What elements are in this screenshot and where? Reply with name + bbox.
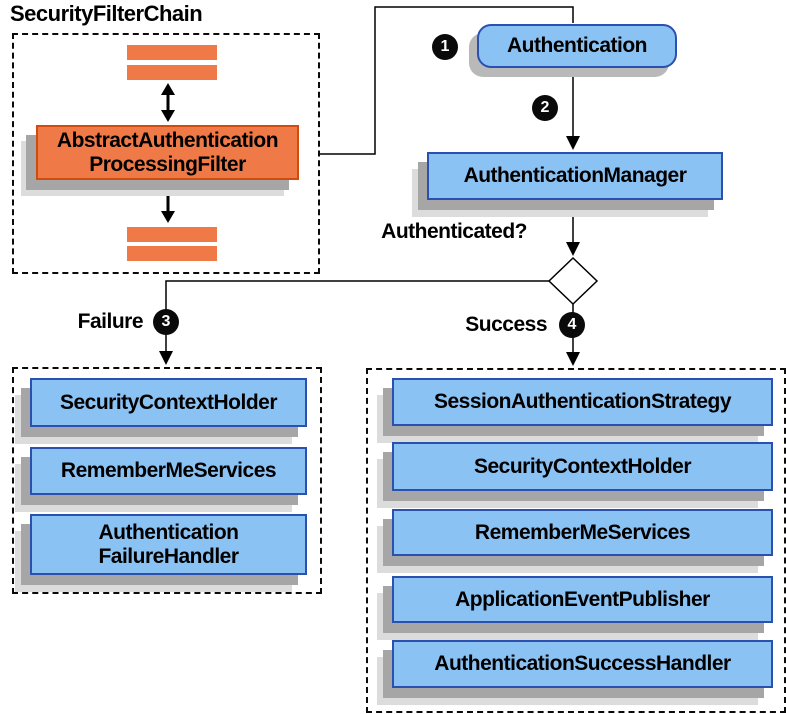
decision-diamond: [547, 256, 599, 306]
success-group-container: [366, 368, 786, 713]
failure-item-authentication-failure-handler: Authentication FailureHandler: [30, 514, 307, 575]
upper-double-arrow-bottom-head: [161, 110, 175, 122]
security-filter-chain-title: SecurityFilterChain: [10, 1, 203, 26]
success-item-security-context-holder: SecurityContextHolder: [392, 442, 773, 491]
upper-double-arrow-top-head: [161, 83, 175, 95]
success-item-authentication-success-handler: AuthenticationSuccessHandler: [392, 640, 773, 688]
failure-group-container: [12, 367, 322, 594]
lower-double-arrow-bottom-head: [161, 211, 175, 223]
success-item-application-event-publisher: ApplicationEventPublisher: [392, 576, 773, 623]
authenticated-question-label: Authenticated?: [381, 220, 527, 243]
failure-label: Failure: [77, 310, 144, 333]
filter-bar-bottom-2: [127, 246, 217, 261]
arrowhead-into-diamond: [566, 242, 580, 256]
success-item-remember-me-services: RememberMeServices: [392, 509, 773, 556]
security-filter-chain-container: [12, 33, 320, 274]
lower-double-arrow-top-head: [161, 184, 175, 196]
abstract-authentication-processing-filter-node: AbstractAuthentication ProcessingFilter: [36, 125, 299, 180]
step-1-badge: 1: [432, 34, 458, 60]
authentication-node: Authentication: [477, 24, 677, 68]
filter-to-authentication-connector: [318, 6, 574, 155]
arrowhead-into-authentication-manager: [566, 136, 580, 150]
success-item-session-authentication-strategy: SessionAuthenticationStrategy: [392, 378, 773, 426]
failure-item-security-context-holder: SecurityContextHolder: [30, 378, 307, 427]
step-3-badge: 3: [153, 309, 179, 335]
step-4-badge: 4: [559, 312, 585, 338]
filter-bar-bottom-1: [127, 227, 217, 242]
step-2-badge: 2: [532, 95, 558, 121]
filter-bar-top-2: [127, 65, 217, 80]
arrowhead-into-failure-group: [159, 351, 173, 365]
authentication-manager-node: AuthenticationManager: [427, 152, 723, 200]
filter-bar-top-1: [127, 45, 217, 60]
success-label: Success: [465, 313, 547, 336]
failure-item-remember-me-services: RememberMeServices: [30, 447, 307, 495]
arrowhead-into-success-group: [566, 352, 580, 366]
